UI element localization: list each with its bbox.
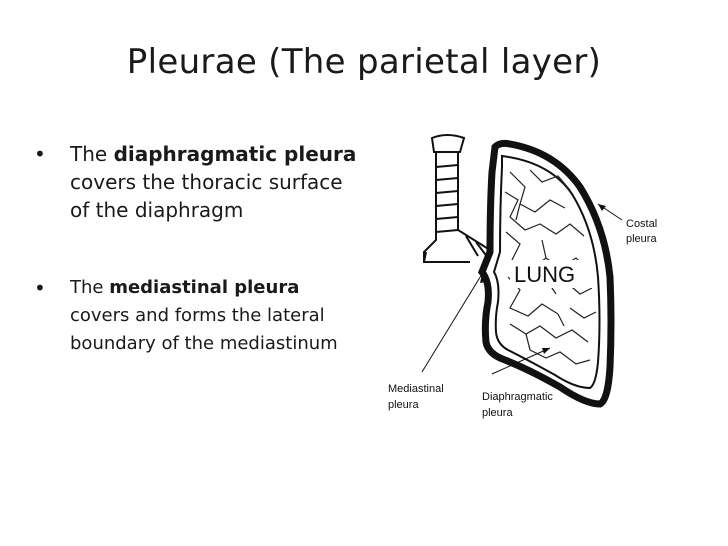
diaphragmatic-pleura-label-line2: pleura xyxy=(482,407,513,419)
bullet-term: diaphragmatic pleura xyxy=(113,142,357,166)
bullet-item-diaphragmatic: • The diaphragmatic pleura covers the th… xyxy=(30,140,360,224)
lung-label-bg xyxy=(510,260,594,288)
trachea xyxy=(423,134,491,263)
bullet-marker: • xyxy=(34,142,46,166)
bullet-list: • The diaphragmatic pleura covers the th… xyxy=(30,140,360,358)
lung-pleura-diagram: LUNG Costal pleura Mediastinal pleura Di… xyxy=(388,134,657,419)
bullet-text-pre: The xyxy=(70,142,114,166)
lung-label: LUNG xyxy=(514,262,575,287)
costal-pleura-label: Costal xyxy=(626,218,657,230)
mediastinal-pleura-label-line2: pleura xyxy=(388,399,419,411)
slide-title: Pleurae (The parietal layer) xyxy=(126,42,602,82)
parietal-pleura-outline xyxy=(477,139,615,408)
bullet-text-pre: The xyxy=(70,277,110,298)
mediastinal-pleura-label: Mediastinal xyxy=(388,383,444,395)
bullet-text-post: covers and forms the lateral boundary of… xyxy=(70,305,338,354)
bullet-item-mediastinal: • The mediastinal pleura covers and form… xyxy=(30,274,360,358)
bullet-text-post: covers the thoracic surface of the diaph… xyxy=(70,170,343,222)
costal-pleura-label-line2: pleura xyxy=(626,233,657,245)
bullet-marker: • xyxy=(34,276,46,300)
diaphragmatic-pleura-label: Diaphragmatic xyxy=(482,391,553,403)
arrowheads xyxy=(480,204,606,354)
lung-texture xyxy=(504,169,597,365)
bullet-term: mediastinal pleura xyxy=(109,277,300,298)
